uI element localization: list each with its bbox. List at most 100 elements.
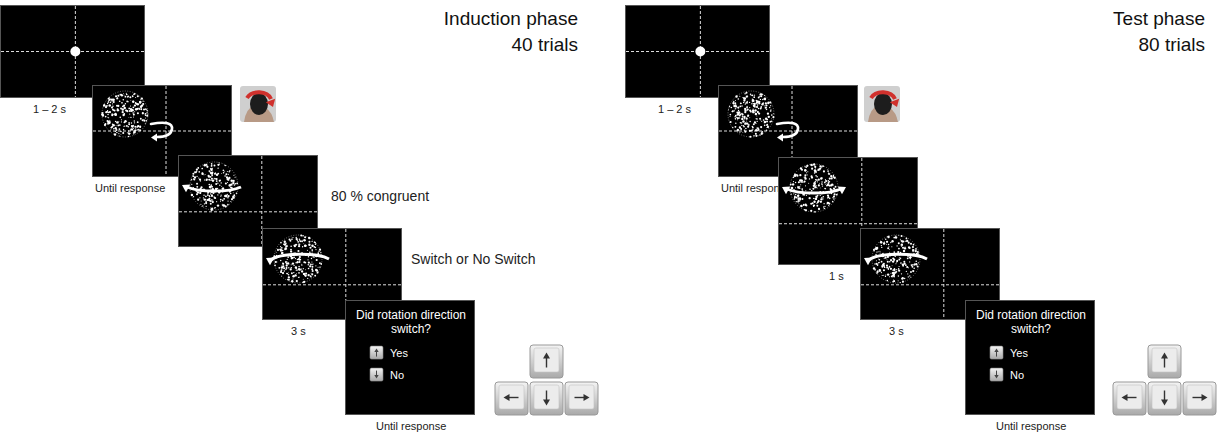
dot [744, 131, 746, 133]
dot [909, 261, 910, 262]
dot [112, 109, 114, 111]
dot [877, 269, 879, 271]
dot [137, 125, 139, 127]
dot [793, 181, 794, 182]
dot [307, 259, 308, 260]
arrow-head [543, 400, 550, 406]
dot [310, 265, 311, 266]
key-cap [530, 382, 563, 415]
dot [766, 108, 768, 110]
dot [216, 180, 218, 182]
dot [885, 275, 886, 276]
dot [214, 197, 215, 198]
dot [748, 124, 750, 126]
dot [814, 166, 816, 168]
dot [107, 114, 109, 116]
dot [760, 106, 762, 108]
dot [747, 109, 749, 111]
dot [740, 102, 742, 104]
dot [832, 201, 834, 203]
joystick-photo [240, 86, 276, 122]
dot [891, 246, 892, 247]
response-option: Yes [1010, 347, 1028, 360]
dot [749, 117, 751, 119]
dot [912, 270, 914, 272]
key-cap [1113, 382, 1146, 415]
dot [824, 188, 825, 189]
dot [103, 105, 105, 107]
reference-line [779, 223, 917, 224]
dot [141, 98, 143, 100]
dot [290, 267, 292, 269]
dot [232, 196, 234, 198]
dot [879, 270, 881, 272]
dot [760, 93, 762, 95]
dot [298, 269, 299, 270]
dot [881, 272, 882, 273]
dot [758, 97, 760, 99]
dot [767, 124, 769, 126]
dot [211, 163, 213, 165]
dot [197, 199, 199, 201]
dot [759, 118, 761, 120]
dot [917, 266, 919, 268]
dot [752, 127, 754, 129]
dot [196, 168, 198, 170]
dot [211, 195, 213, 197]
dot [819, 167, 821, 169]
dot [888, 246, 889, 247]
dot [754, 112, 755, 113]
dot [118, 133, 119, 134]
dot [796, 174, 798, 176]
dot [810, 203, 812, 205]
dot [756, 118, 757, 119]
dot [915, 261, 917, 263]
dot [735, 95, 737, 97]
dot [303, 281, 305, 283]
dot [208, 175, 209, 176]
dot [753, 105, 755, 107]
reference-line [263, 284, 401, 285]
dot [746, 118, 747, 119]
dot [132, 112, 134, 114]
dot [790, 184, 792, 186]
dot [289, 238, 291, 240]
dot [804, 180, 806, 182]
dot [112, 108, 114, 110]
dot [797, 195, 799, 197]
dot [769, 107, 770, 108]
dot [824, 182, 826, 184]
dot [114, 127, 116, 129]
dot [295, 258, 296, 259]
dot [307, 250, 308, 251]
dot [814, 172, 816, 174]
dot [203, 195, 204, 196]
key-face [499, 385, 524, 409]
dot [766, 107, 767, 108]
dot [741, 118, 743, 120]
dot [797, 201, 799, 203]
dot [760, 99, 761, 100]
dot [137, 129, 138, 130]
dot [754, 106, 756, 108]
dot [296, 280, 298, 282]
arrow-head [782, 186, 790, 194]
dot [212, 199, 213, 200]
dot [315, 269, 317, 271]
dot [232, 182, 234, 184]
dot [810, 164, 812, 166]
dot [752, 108, 753, 109]
dot [746, 102, 748, 104]
dot [882, 264, 884, 266]
dot [733, 101, 734, 102]
dot [117, 125, 119, 127]
dot [734, 116, 736, 118]
dot [232, 195, 233, 196]
dot [893, 279, 894, 280]
key-icon [370, 346, 383, 359]
dot [309, 251, 311, 253]
dot [816, 180, 817, 181]
dot [771, 114, 773, 116]
dot [310, 275, 312, 277]
